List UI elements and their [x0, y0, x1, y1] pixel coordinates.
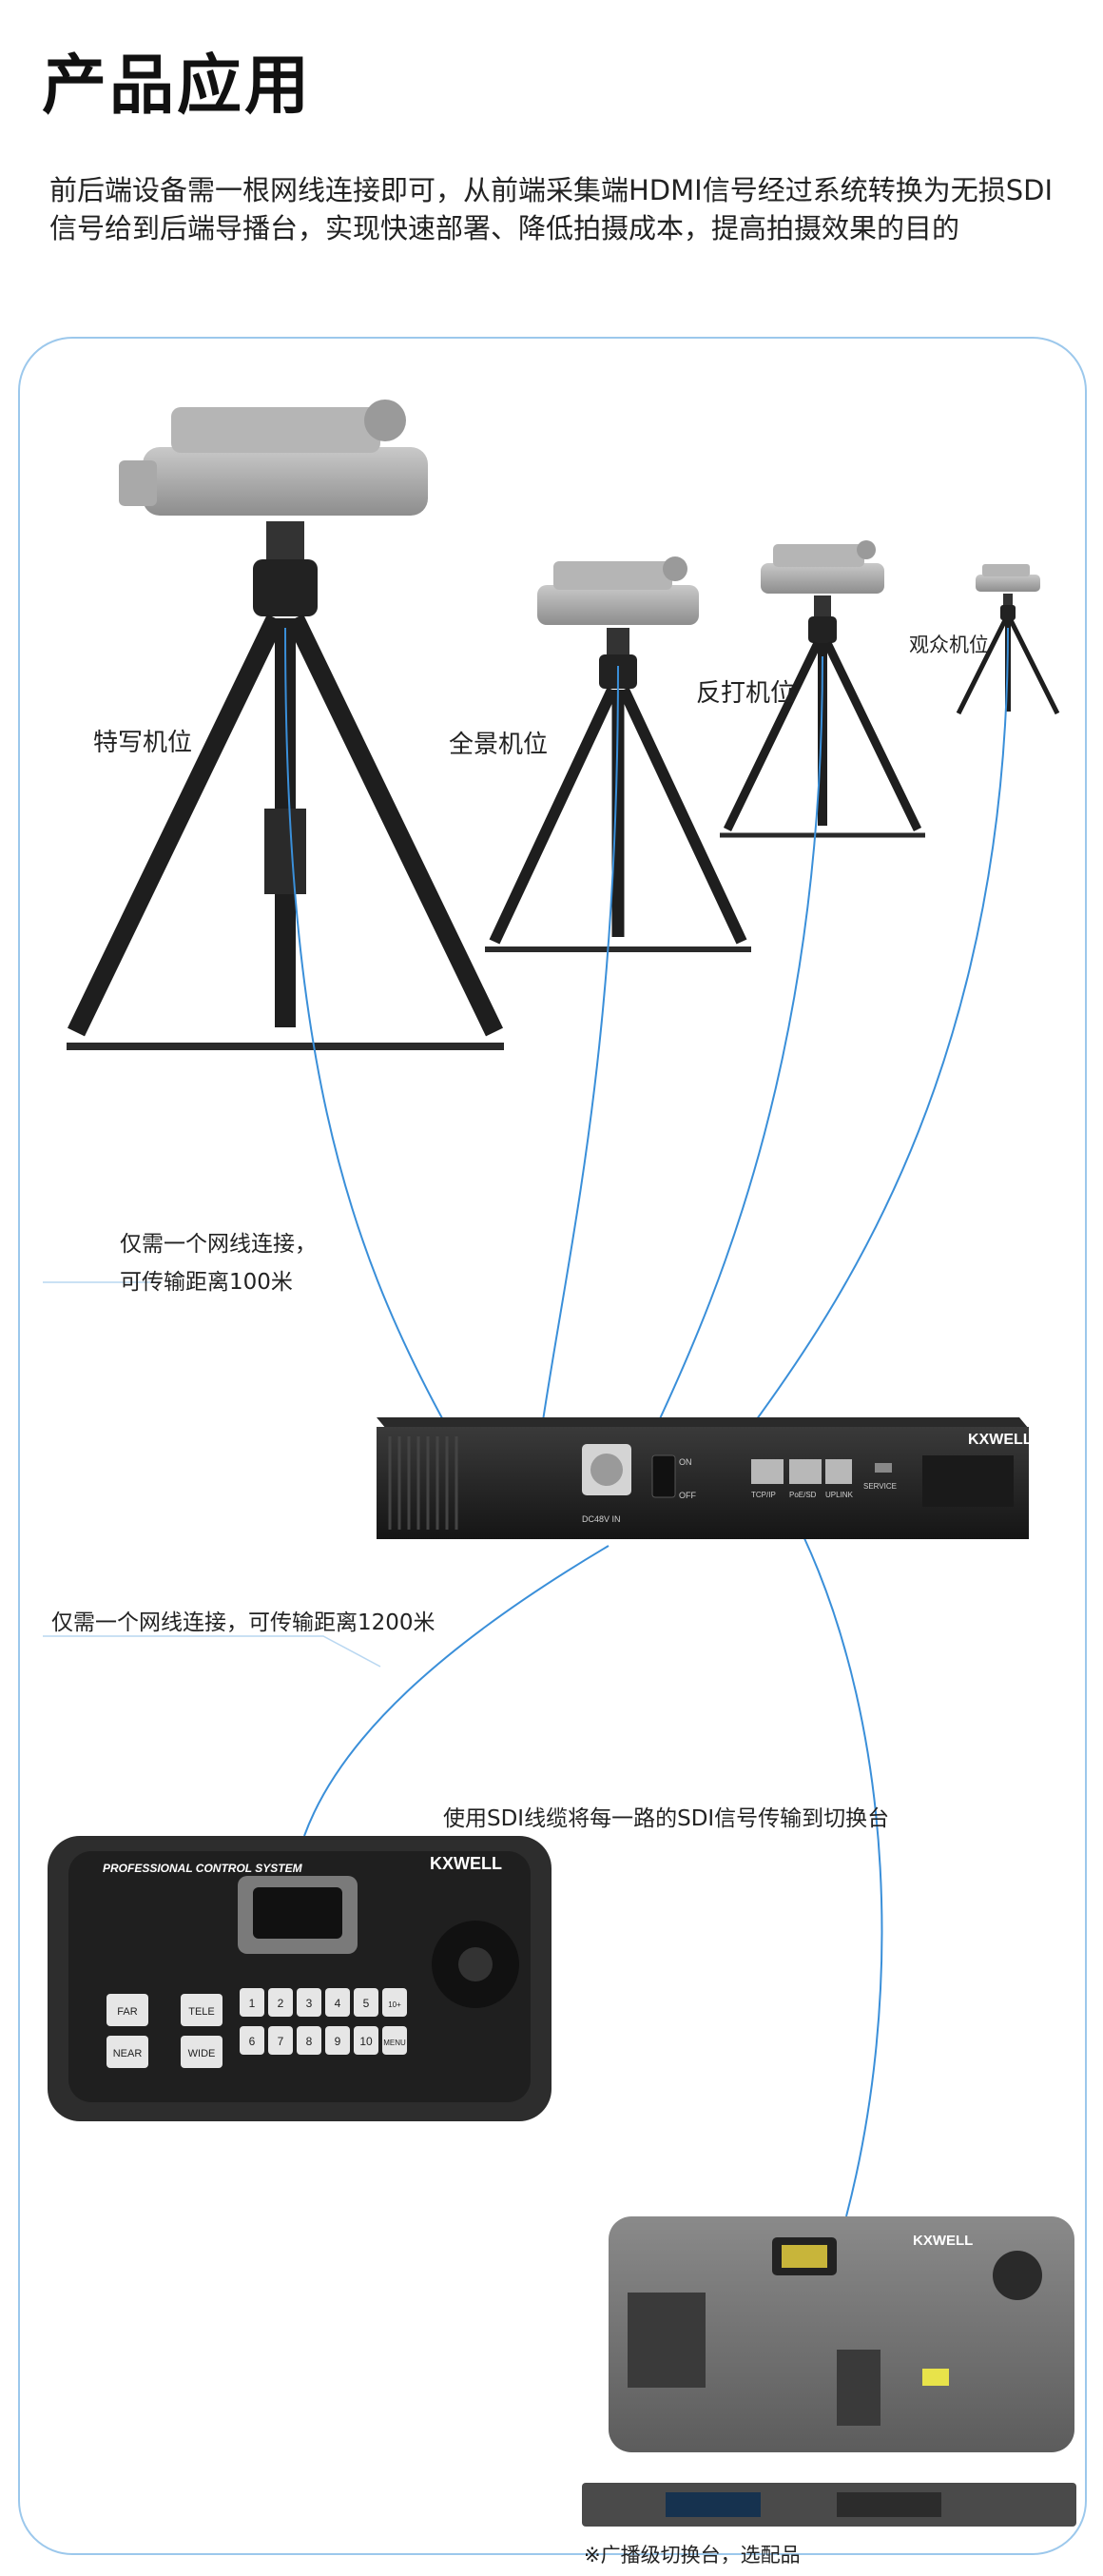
controller-keys: 1 2 3 4 5 10+ 6 7 8 9 10 MENU — [240, 1988, 407, 2055]
controller-key — [354, 2026, 378, 2055]
controller-title: PROFESSIONAL CONTROL SYSTEM — [103, 1862, 303, 1875]
controller-key-label: 6 — [249, 2035, 256, 2048]
controller-button-label: TELE — [188, 2006, 215, 2018]
controller-button-label: NEAR — [113, 2048, 143, 2059]
controller-key — [382, 1988, 407, 2017]
controller-key-label: 3 — [306, 1997, 313, 2010]
controller-button — [181, 2036, 223, 2068]
controller-key-label: 1 — [249, 1997, 256, 2010]
note-1200m: 仅需一个网线连接，可传输距离1200米 — [51, 1610, 435, 1635]
controller-key — [297, 2026, 321, 2055]
rack-label-port4: SERVICE — [863, 1482, 897, 1491]
port-tcpip — [751, 1459, 784, 1484]
controller-key — [354, 1988, 378, 2017]
ptz-controller — [48, 1836, 552, 2121]
rack-label-port2: PoE/SD — [789, 1491, 817, 1499]
broadcast-switcher — [582, 2216, 1076, 2527]
intro-paragraph: 前后端设备需一根网线连接即可，从前端采集端HDMI信号经过系统转换为无损SDI信… — [49, 174, 1054, 244]
switcher-rack — [582, 2483, 1076, 2527]
camera-label-reverse: 反打机位 — [696, 679, 796, 708]
controller-key — [240, 2026, 264, 2055]
rack-label-power: DC48V IN — [582, 1514, 621, 1524]
controller-key — [268, 2026, 293, 2055]
camera-label-closeup: 特写机位 — [93, 729, 193, 757]
controller-key — [240, 1988, 264, 2017]
diagram-frame — [18, 337, 1087, 2555]
controller-button — [106, 1994, 148, 2026]
camera-wide — [485, 556, 751, 952]
rack-label-on: ON — [679, 1457, 692, 1467]
camera-reverse — [720, 540, 925, 838]
camera-audience — [956, 564, 1060, 715]
controller-brand: KXWELL — [430, 1854, 502, 1873]
controller-key-label: 9 — [335, 2035, 341, 2048]
rack-label-port3: UPLINK — [825, 1491, 854, 1499]
controller-key-label: 2 — [278, 1997, 284, 2010]
led-panel — [922, 1455, 1014, 1507]
controller-key — [297, 1988, 321, 2017]
controller-button-label: WIDE — [188, 2048, 216, 2059]
controller-key — [325, 1988, 350, 2017]
controller-key-label: 4 — [335, 1997, 341, 2010]
controller-key — [268, 1988, 293, 2017]
controller-buttons: FAR NEAR TELE WIDE — [106, 1994, 223, 2068]
rack-brand: KXWELL — [968, 1432, 1033, 1448]
controller-key-label: 7 — [278, 2035, 284, 2048]
page-title: 产品应用 — [42, 49, 313, 124]
converter-rack-unit — [377, 1417, 1029, 1539]
controller-key — [325, 2026, 350, 2055]
port-uplink — [825, 1459, 852, 1484]
controller-key-label: MENU — [383, 2039, 406, 2047]
note-sdi: 使用SDI线缆将每一路的SDI信号传输到切换台 — [443, 1806, 890, 1831]
port-poe — [789, 1459, 822, 1484]
camera-label-audience: 观众机位 — [909, 634, 989, 656]
controller-key — [382, 2026, 407, 2055]
camera-label-wide: 全景机位 — [449, 731, 549, 759]
footnote: ※广播级切换台，选配品 — [584, 2544, 801, 2566]
camera-closeup — [67, 400, 504, 1050]
rack-label-off: OFF — [679, 1491, 696, 1500]
port-service — [875, 1463, 892, 1473]
controller-key-label: 8 — [306, 2035, 313, 2048]
rack-label-port1: TCP/IP — [751, 1491, 776, 1499]
power-switch — [651, 1454, 676, 1498]
controller-key-label: 10+ — [388, 2000, 401, 2009]
switcher-brand: KXWELL — [913, 2233, 973, 2249]
controller-key-label: 5 — [363, 1997, 370, 2010]
controller-key-label: 10 — [359, 2035, 373, 2048]
controller-button — [181, 1994, 223, 2026]
controller-button — [106, 2036, 148, 2068]
controller-button-label: FAR — [117, 2006, 137, 2018]
note-100m: 仅需一个网线连接， 可传输距离100米 — [120, 1232, 317, 1295]
network-cables — [284, 627, 1009, 2217]
